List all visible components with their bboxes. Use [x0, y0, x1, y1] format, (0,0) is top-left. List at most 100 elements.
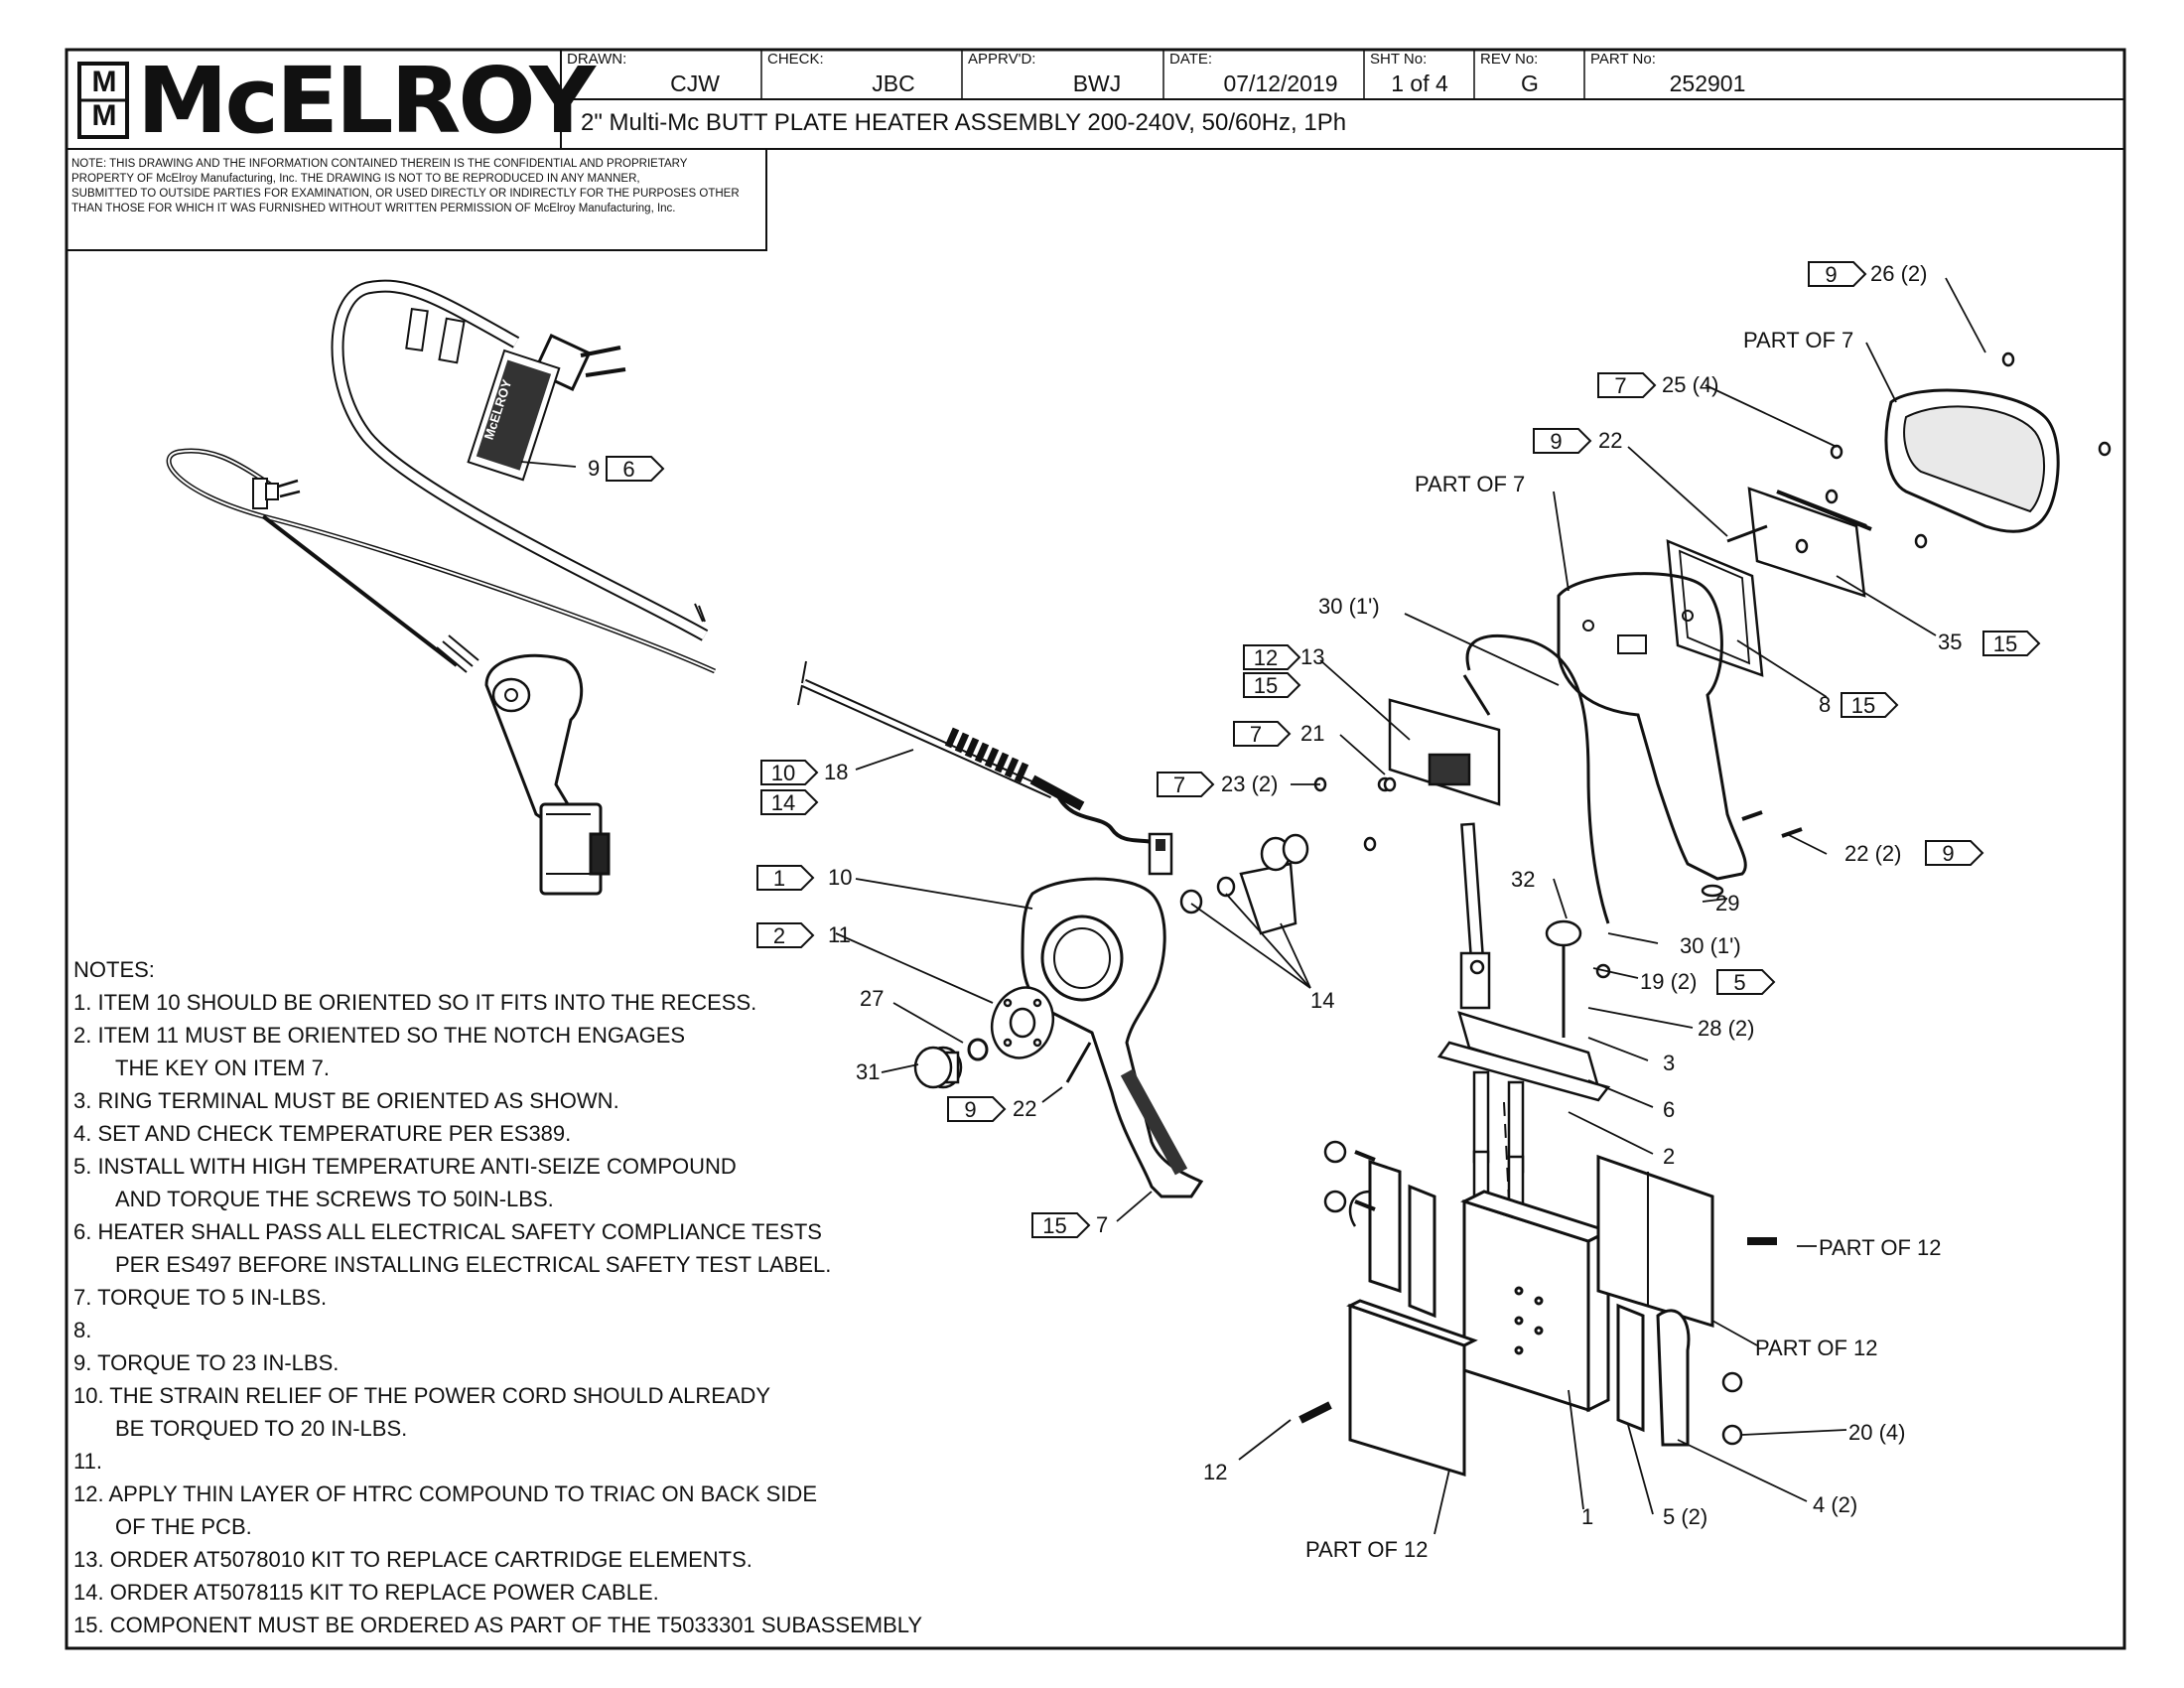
note-item: 4. SET AND CHECK TEMPERATURE PER ES389. — [73, 1121, 572, 1146]
brackets-items-4-5 — [1348, 1159, 1691, 1447]
flag-label: 7 — [1249, 722, 1263, 747]
note-item-cont: AND TORQUE THE SCREWS TO 50IN-LBS. — [115, 1187, 554, 1211]
drawn-value: CJW — [670, 70, 720, 96]
power-cord-illustration — [166, 279, 717, 674]
callout-30-top: 30 (1') — [1318, 594, 1380, 619]
callout-13: 13 — [1300, 644, 1325, 669]
callout-22-right: 22 (2) — [1844, 841, 1902, 866]
notes-header: NOTES: — [73, 957, 155, 982]
flag-label: 9 — [964, 1097, 977, 1122]
callout-22-top: 22 — [1598, 428, 1623, 453]
note-item: 1. ITEM 10 SHOULD BE ORIENTED SO IT FITS… — [73, 990, 757, 1015]
callout-8: 8 — [1819, 692, 1832, 717]
flag-label: 5 — [1733, 970, 1746, 995]
part-no-value: 252901 — [1669, 70, 1746, 96]
note-item: 12. APPLY THIN LAYER OF HTRC COMPOUND TO… — [73, 1481, 817, 1506]
note-item: 9. TORQUE TO 23 IN-LBS. — [73, 1350, 340, 1375]
callout-5: 5 (2) — [1663, 1504, 1708, 1529]
callout-14: 14 — [1310, 988, 1335, 1013]
flag-label: 15 — [1042, 1213, 1067, 1238]
callout-part-of-7-b: PART OF 7 — [1415, 472, 1526, 496]
logo-monogram: M M — [91, 66, 117, 132]
note-item-cont: OF THE PCB. — [115, 1514, 252, 1539]
control-cover-part-of-7 — [1884, 388, 2060, 533]
note-item-cont: PER ES497 BEFORE INSTALLING ELECTRICAL S… — [115, 1252, 832, 1277]
callout-31: 31 — [856, 1059, 881, 1084]
note-item: 10. THE STRAIN RELIEF OF THE POWER CORD … — [73, 1383, 771, 1408]
flag-label: 6 — [622, 457, 635, 482]
flag-label: 9 — [1825, 262, 1838, 287]
assembled-heater-thumbnail — [484, 653, 611, 896]
callout-4: 4 (2) — [1813, 1492, 1858, 1517]
note-item: 2. ITEM 11 MUST BE ORIENTED SO THE NOTCH… — [73, 1023, 686, 1048]
notes-list: NOTES: 1. ITEM 10 SHOULD BE ORIENTED SO … — [73, 953, 922, 1641]
drawing-title: 2" Multi-Mc BUTT PLATE HEATER ASSEMBLY 2… — [581, 109, 1347, 136]
flag-label: 2 — [772, 923, 786, 948]
callout-9-cord: 9 — [588, 456, 601, 481]
flag-label: 7 — [1614, 373, 1627, 398]
note-item: 15. COMPONENT MUST BE ORDERED AS PART OF… — [73, 1613, 923, 1637]
sensor-wire-item-30 — [1459, 633, 1610, 1038]
note-flags — [606, 261, 2041, 1238]
callout-29: 29 — [1715, 891, 1740, 915]
heater-block-item-1 — [1460, 1190, 1612, 1413]
callout-11: 11 — [828, 922, 851, 947]
note-item: 6. HEATER SHALL PASS ALL ELECTRICAL SAFE… — [73, 1219, 822, 1244]
flag-label: 15 — [1253, 673, 1279, 698]
flag-label: 10 — [770, 761, 796, 785]
callout-6: 6 — [1663, 1097, 1676, 1122]
callout-12: 12 — [1203, 1460, 1228, 1484]
flag-label: 15 — [1992, 632, 2018, 656]
confidential-note: NOTE: THIS DRAWING AND THE INFORMATION C… — [71, 158, 740, 214]
note-item: 13. ORDER AT5078010 KIT TO REPLACE CARTR… — [73, 1547, 752, 1572]
note-item: 7. TORQUE TO 5 IN-LBS. — [73, 1285, 328, 1310]
mcelroy-logo-mark — [77, 62, 129, 139]
rev-value: G — [1521, 70, 1539, 96]
callout-2: 2 — [1663, 1144, 1676, 1169]
title-block-frame — [65, 48, 2126, 1650]
flag-label: 9 — [1550, 429, 1563, 454]
handle-back-shell — [1557, 572, 1747, 881]
flag-label: 7 — [1172, 773, 1186, 797]
callout-21: 21 — [1300, 721, 1325, 746]
callout-32: 32 — [1511, 867, 1536, 892]
callout-18: 18 — [824, 760, 849, 784]
leader-lines — [520, 277, 1986, 1535]
callout-7: 7 — [1096, 1212, 1109, 1237]
note-item: 5. INSTALL WITH HIGH TEMPERATURE ANTI-SE… — [73, 1154, 737, 1179]
callout-10: 10 — [828, 865, 853, 890]
date-label: DATE: — [1169, 51, 1213, 68]
callout-23: 23 (2) — [1221, 772, 1279, 796]
sheet-value: 1 of 4 — [1391, 70, 1448, 96]
pcb-item-13 — [1377, 698, 1501, 806]
approved-label: APPRV'D: — [968, 51, 1036, 68]
flag-label: 1 — [772, 866, 786, 891]
note-item: 14. ORDER AT5078115 KIT TO REPLACE POWER… — [73, 1580, 659, 1605]
rev-label: REV No: — [1480, 51, 1539, 68]
callout-20: 20 (4) — [1848, 1420, 1906, 1445]
date-value: 07/12/2019 — [1223, 70, 1338, 96]
note-item: 3. RING TERMINAL MUST BE ORIENTED AS SHO… — [73, 1088, 619, 1113]
flag-label: 15 — [1850, 693, 1876, 718]
gasket-item-8 — [1666, 539, 1764, 677]
callout-30-bottom: 30 (1') — [1680, 933, 1741, 958]
sheet-label: SHT No: — [1370, 51, 1428, 68]
callout-22-mid: 22 — [1013, 1096, 1037, 1121]
flag-label: 9 — [1942, 841, 1955, 866]
callout-25: 25 (4) — [1662, 372, 1719, 397]
callout-1: 1 — [1581, 1504, 1594, 1529]
power-cable-item-18 — [797, 660, 1173, 876]
callout-part-of-12-c: PART OF 12 — [1305, 1537, 1429, 1562]
washer-knob-parts — [913, 986, 1055, 1089]
callout-35: 35 — [1938, 630, 1963, 654]
company-logo: McELROY — [137, 48, 596, 154]
check-value: JBC — [872, 70, 915, 96]
note-item-cont: THE KEY ON ITEM 7. — [115, 1055, 330, 1080]
note-item-cont: BE TORQUED TO 20 IN-LBS. — [115, 1416, 408, 1441]
callout-27: 27 — [860, 986, 885, 1011]
note-item: 11. — [73, 1449, 102, 1474]
check-label: CHECK: — [767, 51, 824, 68]
